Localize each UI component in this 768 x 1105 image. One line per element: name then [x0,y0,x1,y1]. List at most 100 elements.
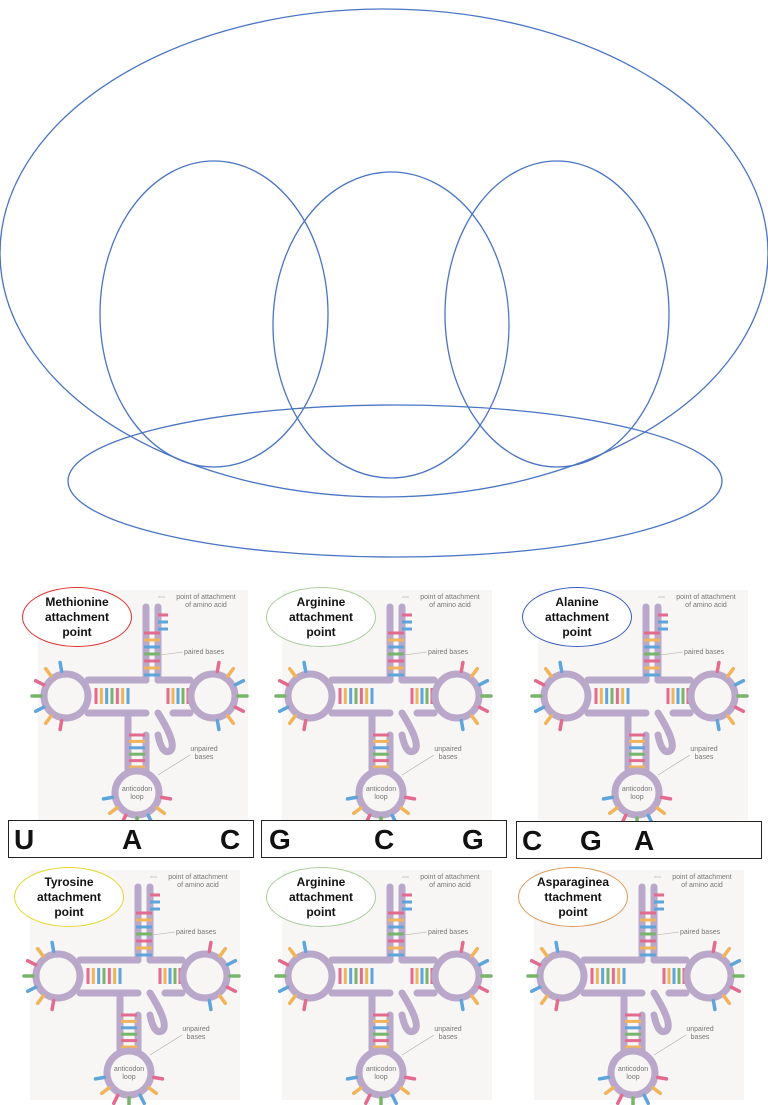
paired-base [365,688,369,704]
paired-base [644,652,660,656]
paired-base [388,946,404,950]
unpaired-base [277,958,290,967]
paired-base [144,652,160,656]
amino-acid-label-line: point [54,904,84,919]
unpaired-base [597,1075,611,1081]
diagram-label: anticodon [618,1066,648,1073]
paired-base [121,1039,137,1043]
paired-base [359,968,363,984]
unpaired-base [601,795,615,801]
paired-base [343,968,347,984]
paired-base [625,1026,641,1030]
paired-base [354,968,358,984]
paired-base [144,659,160,663]
unpaired-base [659,795,673,801]
paired-base [373,759,389,763]
unpaired-base [218,946,228,958]
paired-base [105,688,109,704]
diagram-label: unpaired [686,1026,713,1033]
paired-base [681,688,685,704]
codon-letter: U [14,824,35,855]
paired-base [373,765,389,769]
paired-base [629,733,645,737]
unpaired-base [277,705,290,714]
unpaired-base [711,940,717,954]
diagram-label: loop [374,794,387,801]
paired-base [625,1039,641,1043]
paired-base [605,688,609,704]
paired-base [629,752,645,756]
diagram-label: loop [130,794,143,801]
diagram-label: anticodon [622,786,652,793]
unpaired-base [733,678,746,687]
paired-base [667,968,671,984]
d-arm [328,676,394,717]
paired-base [640,932,656,936]
unpaired-base [539,994,549,1006]
unpaired-base [345,795,359,801]
paired-base [86,968,90,984]
paired-base [338,968,342,984]
unpaired-base [655,806,667,816]
t-loop [683,950,735,1002]
unpaired-base [101,795,115,801]
unpaired-base [277,678,290,687]
paired-base [629,739,645,743]
unpaired-base [529,958,542,967]
unpaired-base [43,714,53,726]
d-arm [580,956,646,997]
paired-base [110,688,114,704]
unpaired-base [50,998,56,1012]
d-loop [540,670,592,722]
paired-base [118,968,122,984]
diagram-label: paired bases [184,649,225,656]
anticodon-loop [111,767,163,819]
unpaired-base [477,678,490,687]
amino-acid-label-line: Alanine [555,594,599,609]
t-arm [398,956,438,997]
paired-base [121,1013,137,1017]
amino-acid-label-line: point [62,624,92,639]
unpaired-base [207,998,213,1012]
amino-acid-label-line: attachment [544,609,609,624]
unpaired-base [459,940,465,954]
paired-base [420,688,424,704]
diagram-label: paired bases [428,929,469,936]
unpaired-base [715,718,721,732]
unpaired-base [215,660,221,674]
paired-base [640,953,656,957]
paired-base [359,688,363,704]
unpaired-base [554,998,560,1012]
anticodon-stem [124,709,150,774]
t-loop [187,670,239,722]
unpaired-base [403,1075,417,1081]
diagram-label: bases [439,754,458,761]
diagram-label: paired bases [428,649,469,656]
paired-base [144,638,160,642]
paired-base [621,688,625,704]
unpaired-base [302,660,308,674]
anticodon-loop [611,767,663,819]
unpaired-base [25,958,38,967]
unpaired-base [558,660,564,674]
paired-base [662,968,666,984]
paired-base [425,688,429,704]
paired-base [144,666,160,670]
paired-base [617,968,621,984]
paired-base [599,688,603,704]
diagram-label: of amino acid [681,882,723,889]
paired-base [343,688,347,704]
unpaired-base [107,806,119,816]
t-loop [179,950,231,1002]
diagram-label: paired bases [684,649,725,656]
paired-base [349,688,353,704]
unpaired-base [302,940,308,954]
paired-base [158,968,162,984]
